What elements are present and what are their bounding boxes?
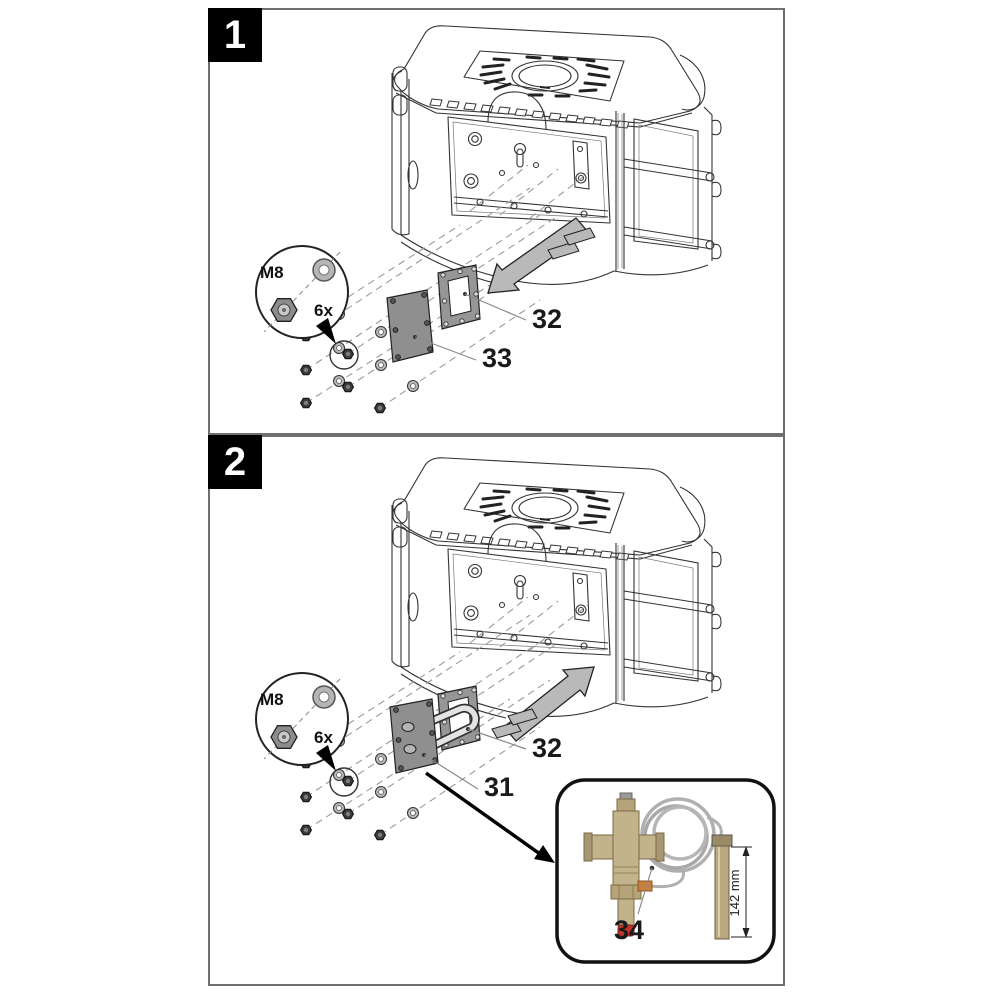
part-label-gasket: 32 bbox=[532, 733, 562, 763]
step-1-number: 1 bbox=[223, 13, 247, 57]
pointer-arrow-icon bbox=[534, 845, 555, 863]
step-2-number-badge: 2 bbox=[208, 435, 262, 489]
cover-plate-33 bbox=[386, 289, 434, 363]
fastener-quantity-label: 6x bbox=[314, 301, 333, 320]
fastener-size-label: M8 bbox=[260, 263, 284, 282]
step-1-panel: 1 32 33 M8 6x bbox=[208, 8, 785, 435]
gasket-32 bbox=[437, 264, 481, 330]
thermal-valve-photo bbox=[583, 792, 733, 940]
step-1-drawing: 32 33 M8 6x bbox=[210, 24, 723, 433]
part-label-heat-exchanger: 31 bbox=[484, 772, 514, 802]
probe-dimension bbox=[731, 846, 752, 938]
valve-red-cap bbox=[617, 924, 635, 937]
probe-length-label: 142 mm bbox=[727, 870, 742, 917]
arrow-out-icon bbox=[487, 217, 589, 294]
part-label-gasket: 32 bbox=[532, 304, 562, 334]
part-label-cover-plate: 33 bbox=[482, 343, 512, 373]
heat-exchanger-31 bbox=[389, 698, 439, 774]
stove-illustration bbox=[390, 456, 723, 720]
step-2-number: 2 bbox=[223, 440, 247, 484]
step-2-drawing: 32 31 M8 6x bbox=[210, 456, 776, 964]
part-label-valve-kit: 34 bbox=[614, 915, 644, 945]
fastener-size-label: M8 bbox=[260, 690, 284, 709]
step-1-number-badge: 1 bbox=[208, 8, 262, 62]
arrow-in-icon bbox=[503, 666, 595, 742]
step-2-panel: 2 32 31 M8 6x bbox=[208, 435, 785, 986]
fastener-quantity-label: 6x bbox=[314, 728, 333, 747]
